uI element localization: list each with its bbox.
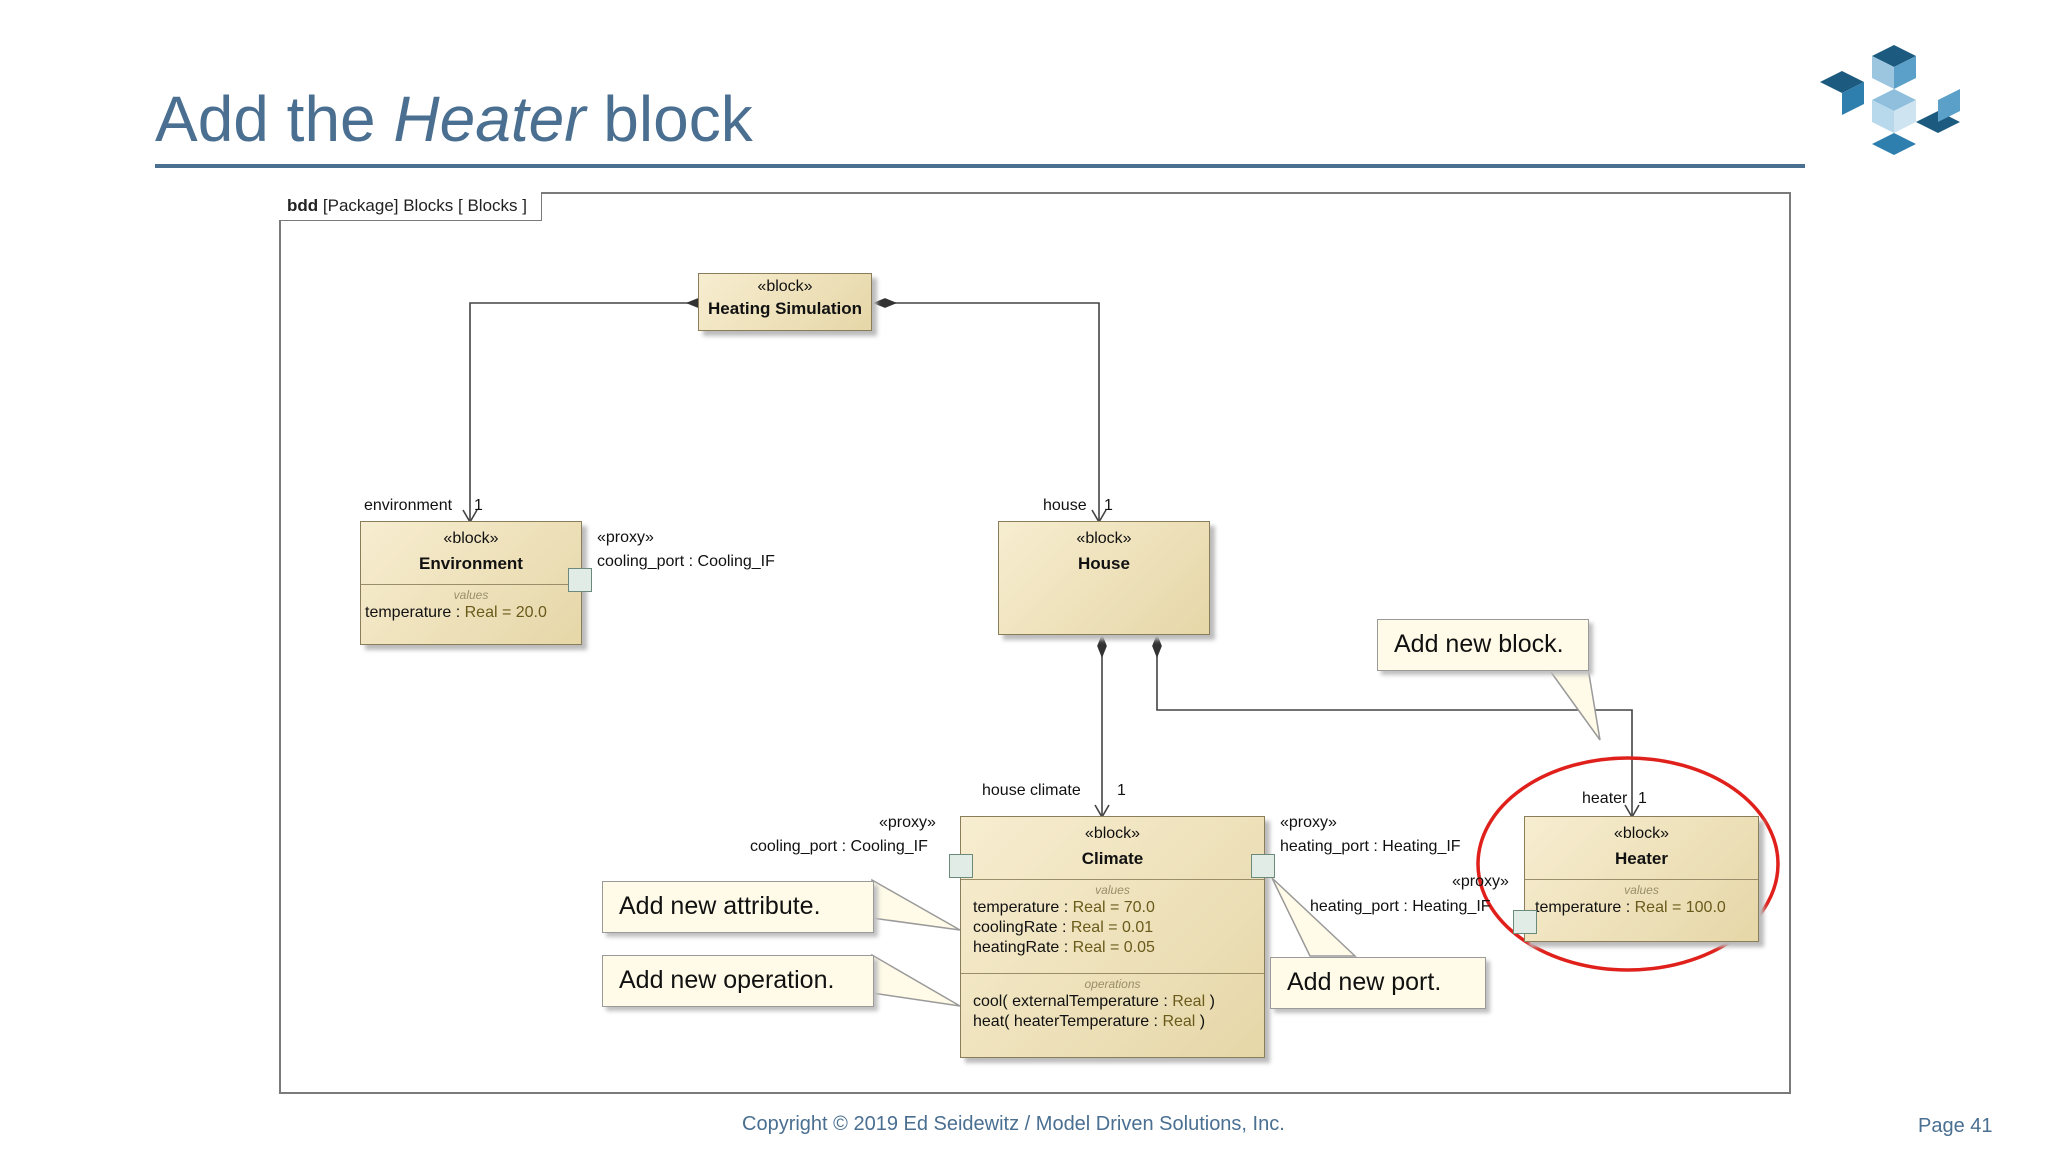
title-rule (155, 164, 1805, 168)
callout-attribute-tail (871, 878, 961, 931)
climate-attribute: heatingRate : Real = 0.05 (973, 939, 1155, 956)
climate-left-port-stereotype: «proxy» (879, 814, 936, 831)
block-environment[interactable]: «block» Environment values temperature :… (360, 521, 582, 645)
heater-multiplicity: 1 (1638, 790, 1647, 807)
climate-left-port-label: cooling_port : Cooling_IF (750, 838, 928, 855)
heater-heating-port[interactable] (1513, 910, 1537, 934)
title-suffix: block (585, 83, 753, 155)
callout-operation-tail (871, 953, 961, 1007)
environment-port-label: cooling_port : Cooling_IF (597, 553, 775, 570)
climate-attribute: temperature : Real = 70.0 (973, 899, 1155, 916)
page-number: Page 41 (1918, 1115, 1993, 1137)
diagram-frame-label: bdd [Package] Blocks [ Blocks ] (279, 192, 542, 221)
composition-heating-sim-environment (469, 302, 688, 520)
climate-attribute: coolingRate : Real = 0.01 (973, 919, 1154, 936)
climate-operation: heat( heaterTemperature : Real ) (973, 1013, 1206, 1030)
title-prefix: Add the (155, 83, 394, 155)
callout-block-tail (1546, 667, 1601, 741)
house-role: house (1043, 497, 1087, 514)
company-logo-icon (1820, 45, 1960, 155)
heater-attribute: temperature : Real = 100.0 (1535, 899, 1726, 916)
callout-add-block: Add new block. (1377, 619, 1589, 671)
callout-add-attribute: Add new attribute. (602, 881, 874, 933)
environment-port-stereotype: «proxy» (597, 529, 654, 546)
climate-operation: cool( externalTemperature : Real ) (973, 993, 1215, 1010)
callout-add-port: Add new port. (1270, 957, 1486, 1009)
block-heating-simulation[interactable]: «block» Heating Simulation (698, 273, 872, 331)
heater-port-stereotype: «proxy» (1452, 873, 1509, 890)
title-emphasis: Heater (393, 83, 586, 155)
house-multiplicity: 1 (1104, 497, 1113, 514)
block-climate[interactable]: «block» Climate values temperature : Rea… (960, 816, 1265, 1058)
block-heater[interactable]: «block» Heater values temperature : Real… (1524, 816, 1759, 942)
climate-role: house climate (982, 782, 1081, 799)
climate-cooling-port[interactable] (949, 854, 973, 878)
climate-right-port-stereotype: «proxy» (1280, 814, 1337, 831)
callout-add-operation: Add new operation. (602, 955, 874, 1007)
heater-port-label: heating_port : Heating_IF (1310, 898, 1491, 915)
composition-heating-sim-house (875, 302, 1100, 520)
environment-cooling-port[interactable] (568, 568, 592, 592)
environment-attribute: temperature : Real = 20.0 (365, 604, 547, 621)
environment-multiplicity: 1 (474, 497, 483, 514)
heater-role: heater (1582, 790, 1628, 807)
composition-house-heater (1156, 636, 1633, 815)
climate-right-port-label: heating_port : Heating_IF (1280, 838, 1461, 855)
callout-port-tail (1271, 877, 1357, 957)
highlight-ring (1476, 756, 1780, 972)
climate-heating-port[interactable] (1251, 854, 1275, 878)
climate-multiplicity: 1 (1117, 782, 1126, 799)
environment-role: environment (364, 497, 453, 514)
block-house[interactable]: «block» House (998, 521, 1210, 635)
slide-title: Add the Heater block (155, 82, 753, 156)
footer-copyright: Copyright © 2019 Ed Seidewitz / Model Dr… (742, 1113, 1285, 1135)
